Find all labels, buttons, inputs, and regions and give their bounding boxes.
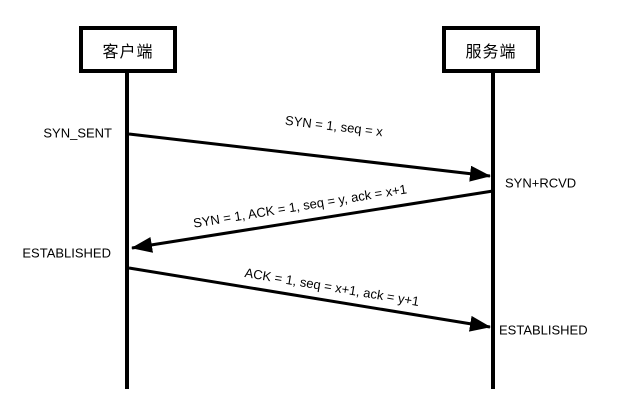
arrow-syn-ack [131,189,494,253]
arrow-syn [128,132,491,182]
state-syn-sent: SYN_SENT [43,125,112,141]
actor-box-client: 客户端 [79,26,177,73]
actor-label-server: 服务端 [465,43,517,61]
actor-box-server: 服务端 [442,26,540,73]
state-established-client: ESTABLISHED [22,245,111,261]
arrow-ack [128,266,491,332]
actor-label-client: 客户端 [102,43,154,61]
lifeline-client [125,71,129,389]
lifeline-server [491,71,495,389]
state-established-server: ESTABLISHED [499,322,588,338]
state-syn-rcvd: SYN+RCVD [505,175,577,191]
